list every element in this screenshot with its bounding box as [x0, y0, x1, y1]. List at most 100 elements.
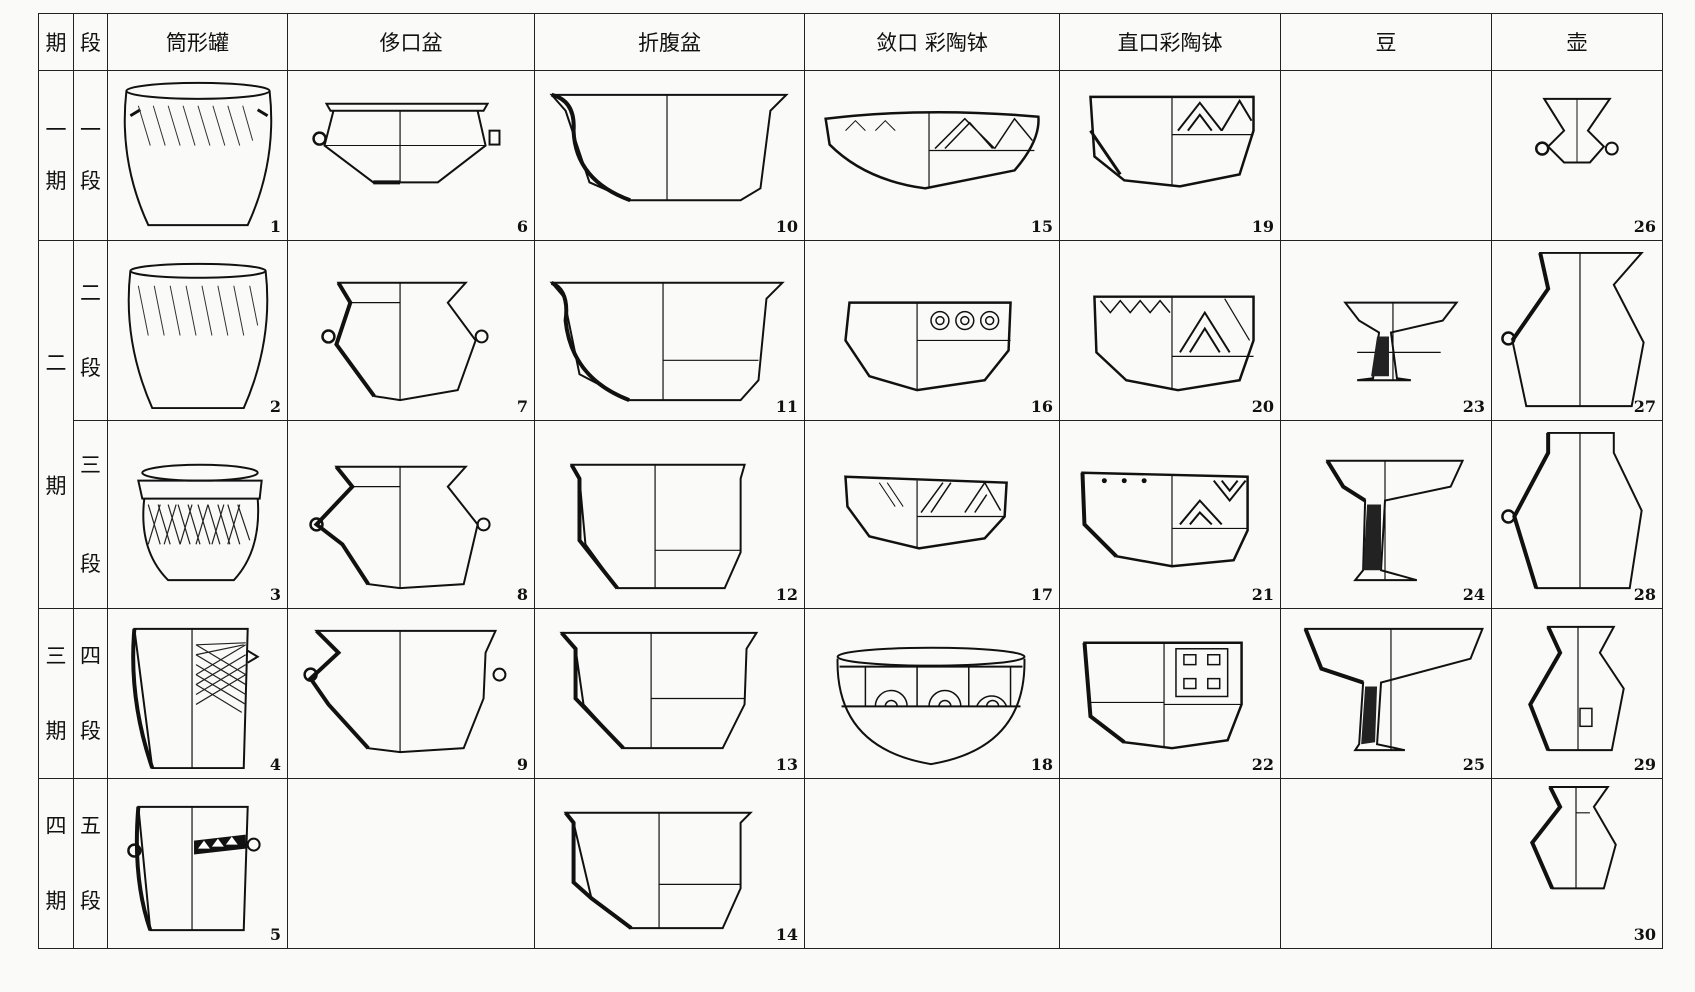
stage-row-3: 三段 3 8: [39, 420, 1663, 609]
figure-number: 23: [1462, 397, 1485, 416]
vessel-cell-r5-c2: [287, 778, 535, 949]
vessel-cell-r1-c4: 15: [804, 70, 1060, 241]
figure-number: 2: [269, 397, 281, 416]
header-type-2: 侈口盆: [287, 13, 535, 71]
vessel-cell-r5-c7: 30: [1491, 778, 1663, 949]
flared-basin-drawing: [303, 629, 507, 754]
period-3: 三期: [38, 608, 74, 779]
figure-number: 25: [1462, 755, 1485, 774]
carinated-basin-drawing: [569, 463, 746, 590]
figure-number: 15: [1030, 217, 1053, 236]
header-type-1: 筒形罐: [107, 13, 288, 71]
straight-rim-painted-bowl-drawing: [1080, 471, 1249, 568]
figure-number: 3: [269, 585, 281, 604]
vessel-cell-r4-c6: 25: [1280, 608, 1492, 779]
figure-number: 17: [1030, 585, 1053, 604]
jar-drawing: [1534, 97, 1619, 164]
jar-drawing: [1501, 251, 1645, 408]
figure-number: 27: [1633, 397, 1656, 416]
header-period: 期: [38, 13, 74, 71]
stage-1: 一段: [73, 70, 108, 241]
carinated-basin-drawing: [549, 92, 789, 203]
pedestal-dish-drawing: [1325, 459, 1465, 582]
header-stage: 段: [73, 13, 108, 71]
figure-number: 29: [1633, 755, 1656, 774]
figure-number: 8: [516, 585, 528, 604]
cylindrical-jar-drawing: [123, 81, 273, 227]
cylindrical-jar-drawing: [127, 805, 261, 932]
figure-number: 13: [775, 755, 798, 774]
figure-number: 7: [516, 397, 528, 416]
vessel-cell-r4-c2: 9: [287, 608, 535, 779]
pedestal-dish-drawing: [1303, 627, 1484, 752]
straight-rim-painted-bowl-drawing: [1089, 95, 1255, 188]
vessel-cell-r4-c7: 29: [1491, 608, 1663, 779]
figure-number: 4: [269, 755, 281, 774]
vessel-cell-r5-c4: [804, 778, 1060, 949]
figure-number: 5: [269, 925, 281, 944]
figure-number: 16: [1030, 397, 1053, 416]
pedestal-dish-drawing: [1343, 301, 1459, 382]
stage-2: 二段: [73, 240, 108, 421]
straight-rim-painted-bowl-drawing: [1093, 295, 1255, 392]
vessel-cell-r2-c5: 20: [1059, 240, 1281, 421]
vessel-cell-r2-c6: 23: [1280, 240, 1492, 421]
figure-number: 26: [1633, 217, 1656, 236]
stage-row-2: 二期 二段 2 7: [38, 240, 1663, 609]
vessel-cell-r3-c5: 21: [1059, 420, 1281, 609]
figure-number: 18: [1030, 755, 1053, 774]
vessel-cell-r3-c6: 24: [1280, 420, 1492, 609]
stage-row-5: 四期 五段 5 14: [38, 778, 1663, 949]
figure-number: 30: [1633, 925, 1656, 944]
header-type-6: 豆: [1280, 13, 1492, 71]
vessel-cell-r3-c1: 3: [107, 420, 288, 609]
figure-number: 9: [516, 755, 528, 774]
stage-5: 五段: [73, 778, 108, 949]
flared-basin-drawing: [321, 281, 489, 402]
vessel-cell-r1-c7: 26: [1491, 70, 1663, 241]
vessel-cell-r3-c4: 17: [804, 420, 1060, 609]
carinated-basin-drawing: [549, 280, 785, 402]
stage-row-1: 一期 一段 1: [38, 70, 1663, 241]
vessel-cell-r1-c6: [1280, 70, 1492, 241]
vessel-cell-r1-c2: 6: [287, 70, 535, 241]
header-type-4: 敛口 彩陶钵: [804, 13, 1060, 71]
flared-basin-drawing: [312, 102, 501, 185]
period-2: 二期: [38, 240, 74, 609]
figure-number: 6: [516, 217, 528, 236]
stage-3: 三段: [73, 420, 108, 609]
stage-4: 四段: [73, 608, 108, 779]
figure-number: 10: [775, 217, 798, 236]
header-type-7: 壶: [1491, 13, 1663, 71]
vessel-cell-r2-c7: 27: [1491, 240, 1663, 421]
jar-drawing: [1501, 431, 1643, 590]
figure-number: 28: [1633, 585, 1656, 604]
period-1: 一期: [38, 70, 74, 241]
figure-number: 21: [1251, 585, 1274, 604]
vessel-cell-r2-c3: 11: [534, 240, 805, 421]
figure-number: 24: [1462, 585, 1485, 604]
jar-drawing: [1529, 785, 1617, 890]
vessel-cell-r5-c5: [1059, 778, 1281, 949]
vessel-cell-r5-c1: 5: [107, 778, 288, 949]
figure-number: 19: [1251, 217, 1274, 236]
carinated-basin-drawing: [563, 811, 753, 930]
vessel-cell-r4-c5: 22: [1059, 608, 1281, 779]
stage-row-4: 三期 四段 4: [38, 608, 1663, 779]
vessel-cell-r4-c4: 18: [804, 608, 1060, 779]
vessel-cell-r4-c3: 13: [534, 608, 805, 779]
incurved-painted-bowl-drawing: [824, 110, 1040, 190]
vessel-cell-r5-c3: 14: [534, 778, 805, 949]
cylindrical-jar-drawing: [127, 262, 269, 410]
carinated-basin-drawing: [559, 631, 759, 750]
flared-basin-drawing: [309, 465, 491, 590]
figure-number: 1: [269, 217, 281, 236]
figure-number: 14: [775, 925, 798, 944]
vessel-cell-r2-c2: 7: [287, 240, 535, 421]
header-type-3: 折腹盆: [534, 13, 805, 71]
vessel-cell-r3-c2: 8: [287, 420, 535, 609]
straight-rim-painted-bowl-drawing: [1082, 641, 1243, 750]
cylindrical-jar-drawing: [137, 463, 263, 582]
period-4: 四期: [38, 778, 74, 949]
